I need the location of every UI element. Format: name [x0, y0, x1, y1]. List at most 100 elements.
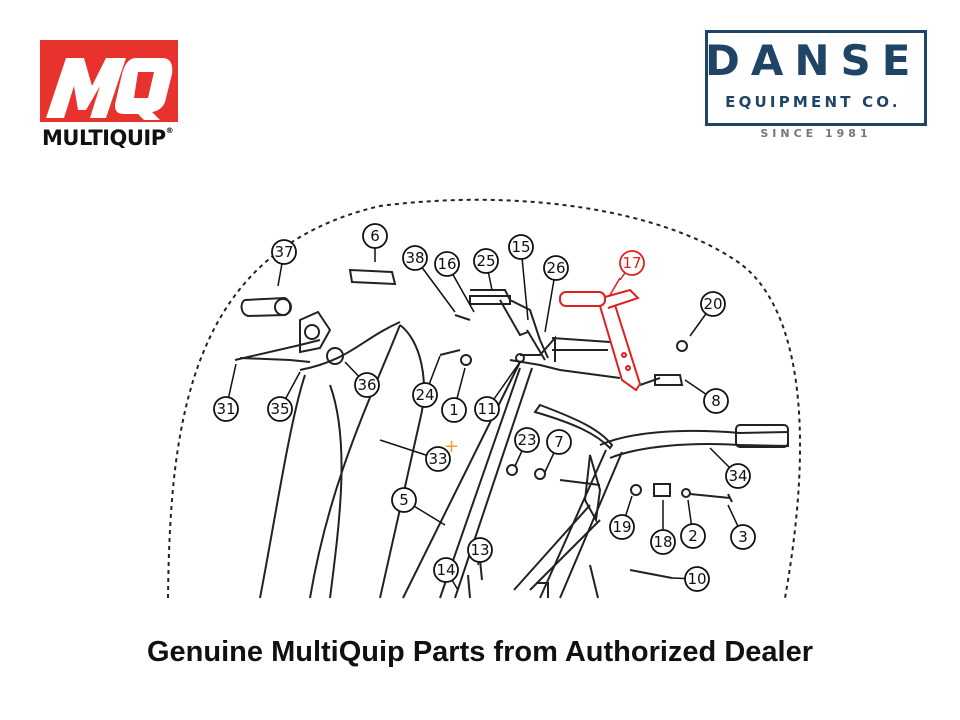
- callout-14: 14: [433, 557, 459, 591]
- callout-25: 25: [473, 248, 499, 291]
- danse-equipment-logo: DANSE EQUIPMENT CO. SINCE 1981: [705, 30, 927, 146]
- callout-circle: [700, 291, 726, 317]
- callout-number: 15: [511, 238, 530, 256]
- callout-circle: [650, 529, 676, 555]
- danse-logo-frame: [705, 30, 927, 126]
- callout-number: 2: [688, 527, 698, 545]
- callout-circle: [680, 523, 706, 549]
- callout-circle: [441, 397, 467, 423]
- callout-number: 11: [477, 400, 496, 418]
- callout-8: 8: [684, 379, 729, 414]
- callout-number: 24: [415, 386, 434, 404]
- callout-number: 16: [437, 255, 456, 273]
- callout-37: 37: [271, 239, 297, 287]
- callout-circle: [402, 245, 428, 271]
- callout-33: 33: [379, 439, 451, 472]
- callout-circle: [474, 396, 500, 422]
- callout-1: 1: [441, 367, 467, 423]
- callout-number: 26: [546, 259, 565, 277]
- callout-number: 23: [517, 431, 536, 449]
- highlighted-part-17: [559, 288, 642, 392]
- callout-11: 11: [474, 361, 521, 422]
- callout-circle: [433, 557, 459, 583]
- callout-circle: [412, 382, 438, 408]
- callout-number: 13: [470, 541, 489, 559]
- callout-circle: [473, 248, 499, 274]
- callout-circle: [508, 234, 534, 260]
- multiquip-wordmark-text: MULTIQUIP: [42, 126, 166, 150]
- callout-circle: [730, 524, 756, 550]
- danse-name: DANSE: [705, 36, 922, 85]
- diagram-outline: [167, 198, 802, 599]
- callout-38: 38: [402, 245, 456, 313]
- callout-circle: [467, 537, 493, 563]
- callout-circle: [362, 223, 388, 249]
- callout-number: 19: [612, 518, 631, 536]
- danse-since: SINCE 1981: [760, 127, 872, 140]
- callout-circle: [543, 255, 569, 281]
- callout-7: 7: [544, 429, 572, 473]
- callout-number: 37: [274, 243, 293, 261]
- callout-number: 20: [703, 295, 722, 313]
- callout-34: 34: [709, 447, 751, 489]
- callout-number: 38: [405, 249, 424, 267]
- callout-2: 2: [680, 499, 706, 549]
- callout-circle: [271, 239, 297, 265]
- callout-number: 18: [653, 533, 672, 551]
- callout-number: 33: [428, 450, 447, 468]
- callout-number: 7: [554, 433, 564, 451]
- callout-19: 19: [609, 495, 635, 540]
- callout-number: 8: [711, 392, 721, 410]
- highlight-leader: [609, 277, 621, 296]
- callout-circle: [703, 388, 729, 414]
- multiquip-wordmark: MULTIQUIP®: [42, 126, 174, 150]
- footer-caption: Genuine MultiQuip Parts from Authorized …: [147, 636, 813, 668]
- callout-number: 10: [687, 570, 706, 588]
- callout-3: 3: [727, 504, 756, 550]
- callout-circle: [546, 429, 572, 455]
- callout-number: 14: [436, 561, 455, 579]
- callout-number: 36: [357, 376, 376, 394]
- mq-badge-icon: [40, 40, 178, 122]
- callout-number: 6: [370, 227, 380, 245]
- callout-number: 1: [449, 401, 459, 419]
- callout-35: 35: [267, 371, 301, 422]
- callout-36: 36: [344, 361, 380, 398]
- callout-18: 18: [650, 500, 676, 555]
- registered-mark: ®: [165, 126, 174, 135]
- callout-circle: [267, 396, 293, 422]
- callout-circle: [354, 372, 380, 398]
- callout-number: 5: [399, 491, 409, 509]
- callout-13: 13: [467, 537, 493, 566]
- callout-17: 17: [619, 250, 645, 281]
- callout-circle: [391, 487, 417, 513]
- callout-circle: [684, 566, 710, 592]
- callout-23: 23: [514, 427, 540, 467]
- callout-number: 34: [728, 467, 747, 485]
- callout-10: 10: [671, 566, 710, 592]
- multiquip-logo: MULTIQUIP®: [40, 40, 185, 155]
- callout-number: 25: [476, 252, 495, 270]
- callout-20: 20: [689, 291, 726, 337]
- callout-circle: [514, 427, 540, 453]
- callout-number: 17: [622, 254, 641, 272]
- callout-6: 6: [362, 223, 388, 262]
- callout-number: 35: [270, 400, 289, 418]
- callout-5: 5: [391, 487, 446, 526]
- callout-circle: [725, 463, 751, 489]
- callout-31: 31: [213, 363, 239, 422]
- callout-circle: [619, 250, 645, 276]
- callout-24: 24: [412, 355, 441, 408]
- callout-circle: [213, 396, 239, 422]
- danse-subtitle: EQUIPMENT CO.: [725, 93, 901, 111]
- callout-number: 31: [216, 400, 235, 418]
- callout-circle: [434, 251, 460, 277]
- callout-circle: [609, 514, 635, 540]
- handle-assembly: [234, 268, 789, 599]
- callout-26: 26: [543, 255, 569, 333]
- callout-15: 15: [508, 234, 534, 321]
- callout-circle: [425, 446, 451, 472]
- callout-number: 3: [738, 528, 748, 546]
